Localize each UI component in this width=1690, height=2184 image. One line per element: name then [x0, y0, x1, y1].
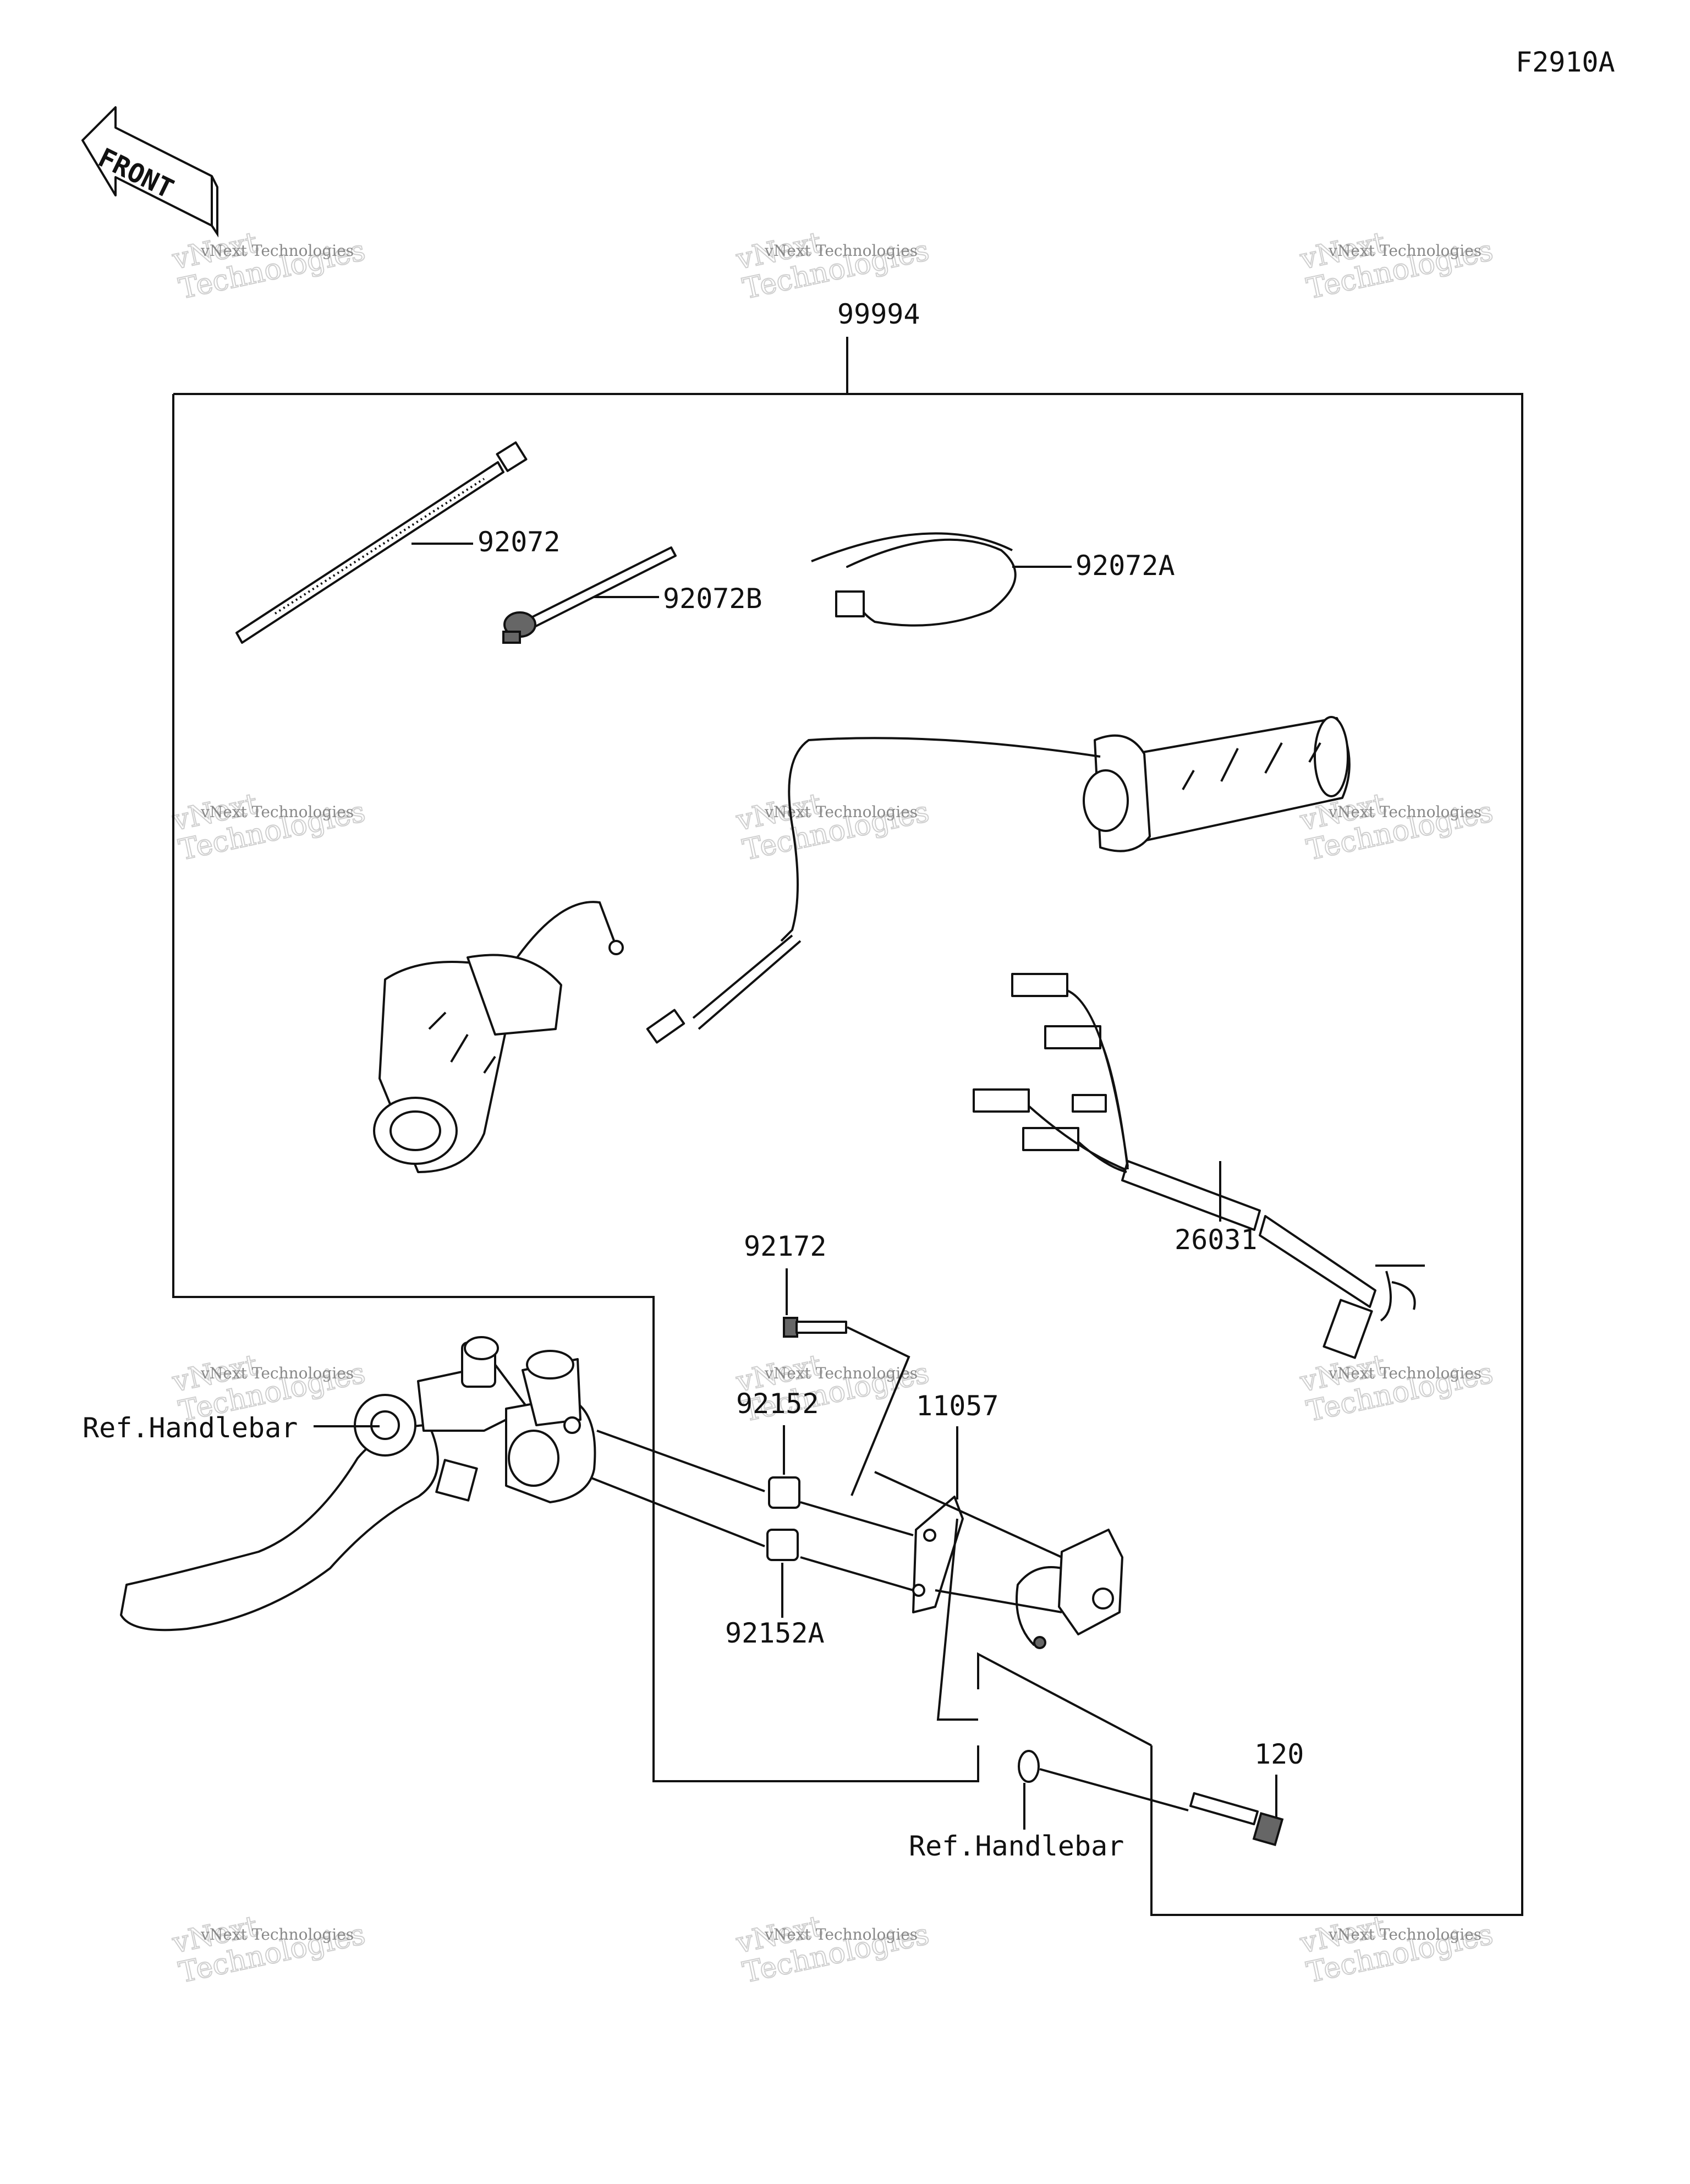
part-label-collar-lower: 92152A [725, 1617, 825, 1649]
cable-tie-loop [811, 532, 1017, 627]
assembly-line [583, 1474, 1062, 1613]
front-arrow-icon: FRONT [81, 106, 218, 238]
switch-bracket [912, 1496, 1123, 1649]
ref-label-handlebar-bottom: Ref.Handlebar [909, 1830, 1124, 1862]
wire-harness [973, 973, 1425, 1359]
watermark-text: vNext Technologies [764, 242, 918, 260]
watermark-text: vNext Technologies [200, 1364, 354, 1382]
assembly-line [596, 1430, 1062, 1558]
watermark-text: vNext Technologies [200, 803, 354, 821]
watermark-text: vNext Technologies [764, 1925, 918, 1944]
collar-upper [768, 1476, 800, 1509]
watermark-text: vNext Technologies [764, 803, 918, 821]
watermark-text: vNext Technologies [1328, 1925, 1482, 1944]
kit-outline [977, 1652, 1152, 1747]
heated-grip-right [646, 716, 1351, 1044]
kit-outline [173, 393, 1523, 1916]
cable-tie-long [235, 441, 528, 644]
leader-line [847, 1326, 910, 1496]
watermark-text: vNext Technologies [764, 1364, 918, 1382]
collar-lower [766, 1529, 799, 1561]
part-label-bolt: 120 [1254, 1738, 1304, 1770]
part-label-tie-loop: 92072A [1076, 550, 1175, 582]
watermark-text: vNext Technologies [200, 242, 354, 260]
watermark-text: vNext Technologies [1328, 242, 1482, 260]
washer [1018, 1750, 1040, 1783]
watermark-text: vNext Technologies [1328, 1364, 1482, 1382]
screw [783, 1317, 847, 1338]
kit-outline [172, 394, 979, 1782]
part-label-tie-clip: 92072B [663, 583, 762, 615]
part-label-tie-long: 92072 [478, 526, 561, 558]
ref-label-handlebar-left: Ref.Handlebar [83, 1412, 298, 1444]
cable-tie-clip [502, 546, 677, 644]
heated-grip-left [373, 901, 624, 1173]
leader-line [936, 1518, 978, 1721]
bolt [1189, 1792, 1284, 1847]
watermark-text: vNext Technologies [200, 1925, 354, 1944]
part-label-harness: 26031 [1175, 1224, 1258, 1256]
part-label-collar-upper: 92152 [736, 1388, 819, 1420]
clutch-lever [120, 1336, 596, 1632]
figure-code: F2910A [1516, 46, 1615, 78]
part-label-kit: 99994 [837, 298, 920, 330]
part-label-screw: 92172 [744, 1230, 827, 1262]
part-label-bracket: 11057 [916, 1390, 999, 1422]
watermark-text: vNext Technologies [1328, 803, 1482, 821]
assembly-line [1039, 1768, 1189, 1811]
